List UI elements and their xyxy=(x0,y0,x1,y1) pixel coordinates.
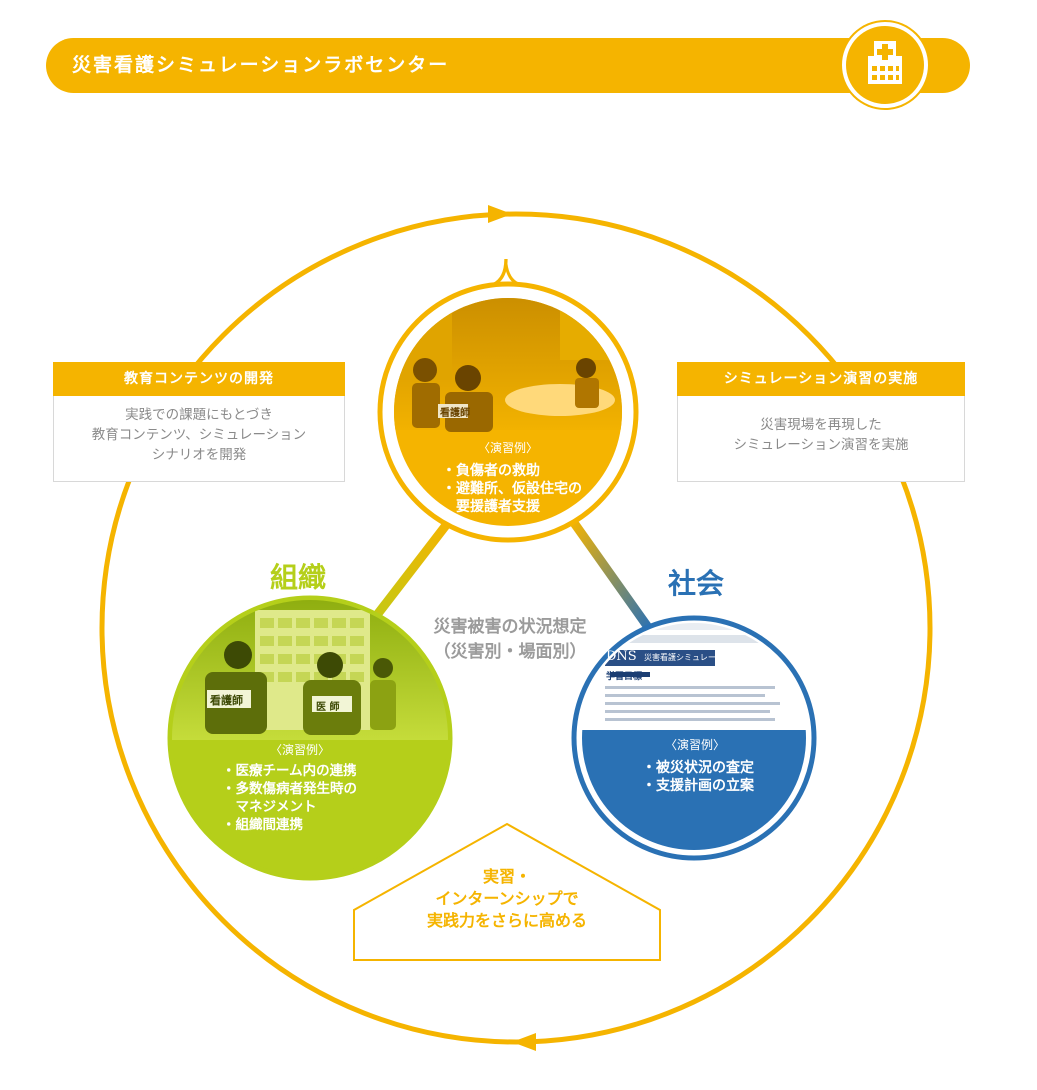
center-label: 災害被害の状況想定 （災害別・場面別） xyxy=(410,615,610,665)
org-text: 〈演習例〉 ・医療チーム内の連携 ・多数傷病者発生時の マネジメント ・組織間連… xyxy=(222,741,412,834)
org-label: 組織 xyxy=(270,561,327,594)
person-item: ・負傷者の救助 xyxy=(442,463,540,479)
left-info-box: 教育コンテンツの開発 実践での課題にもとづき 教育コンテンツ、シミュレーション … xyxy=(53,362,345,482)
org-caption: 〈演習例〉 xyxy=(270,743,331,757)
header-bar xyxy=(46,38,970,93)
bottom-line-1: 実習・ xyxy=(482,867,531,886)
org-vest-text-2: 医 師 xyxy=(316,702,340,713)
bottom-line-2: インターンシップで xyxy=(435,889,579,908)
person-item: 要援護者支援 xyxy=(442,499,540,515)
connector-person-society xyxy=(568,517,654,633)
society-item: ・被災状況の査定 xyxy=(642,760,754,776)
bottom-house-shape xyxy=(353,822,661,961)
person-caption: 〈演習例〉 xyxy=(477,441,538,455)
org-vest-text-1: 看護師 xyxy=(210,694,243,707)
page-title: 災害看護シミュレーションラボセンター xyxy=(72,54,450,76)
society-item: ・支援計画の立案 xyxy=(642,778,754,794)
org-item: マネジメント xyxy=(222,799,317,815)
person-vest-text: 看護師 xyxy=(440,408,470,419)
society-text: 〈演習例〉 ・被災状況の査定 ・支援計画の立案 xyxy=(620,736,770,795)
left-box-title: 教育コンテンツの開発 xyxy=(53,362,345,396)
hospital-icon xyxy=(842,22,928,108)
org-item: ・医療チーム内の連携 xyxy=(222,763,357,779)
org-item: ・多数傷病者発生時の xyxy=(222,781,357,797)
society-caption: 〈演習例〉 xyxy=(664,738,725,752)
bottom-arrow-icon xyxy=(512,1033,536,1051)
person-item: ・避難所、仮設住宅の xyxy=(442,481,582,497)
right-box-line: 災害現場を再現した xyxy=(760,417,882,433)
society-label: 社会 xyxy=(668,567,725,600)
top-arrow-icon xyxy=(488,205,512,223)
society-screen-heading: 学習目標 xyxy=(606,672,643,682)
right-box-line: シミュレーション演習を実施 xyxy=(733,437,909,453)
right-info-box: シミュレーション演習の実施 災害現場を再現した シミュレーション演習を実施 xyxy=(677,362,965,482)
person-text: 〈演習例〉 ・負傷者の救助 ・避難所、仮設住宅の 要援護者支援 xyxy=(418,439,598,516)
left-box-line: シナリオを開発 xyxy=(151,447,247,463)
person-label: 人 xyxy=(492,257,521,290)
center-line-2: （災害別・場面別） xyxy=(433,642,587,662)
bottom-text: 実習・ インターンシップで 実践力をさらに高める xyxy=(382,866,632,932)
right-box-title: シミュレーション演習の実施 xyxy=(677,362,965,396)
org-photo xyxy=(172,600,448,740)
org-item: ・組織間連携 xyxy=(222,817,303,833)
left-box-line: 教育コンテンツ、シミュレーション xyxy=(91,427,307,443)
center-line-1: 災害被害の状況想定 xyxy=(433,617,587,637)
bottom-line-3: 実践力をさらに高める xyxy=(426,911,587,930)
society-screen-logo: DNS xyxy=(606,649,637,664)
left-box-line: 実践での課題にもとづき xyxy=(125,407,273,423)
society-screen-subtitle: 災害看護シミュレーション xyxy=(644,653,740,662)
